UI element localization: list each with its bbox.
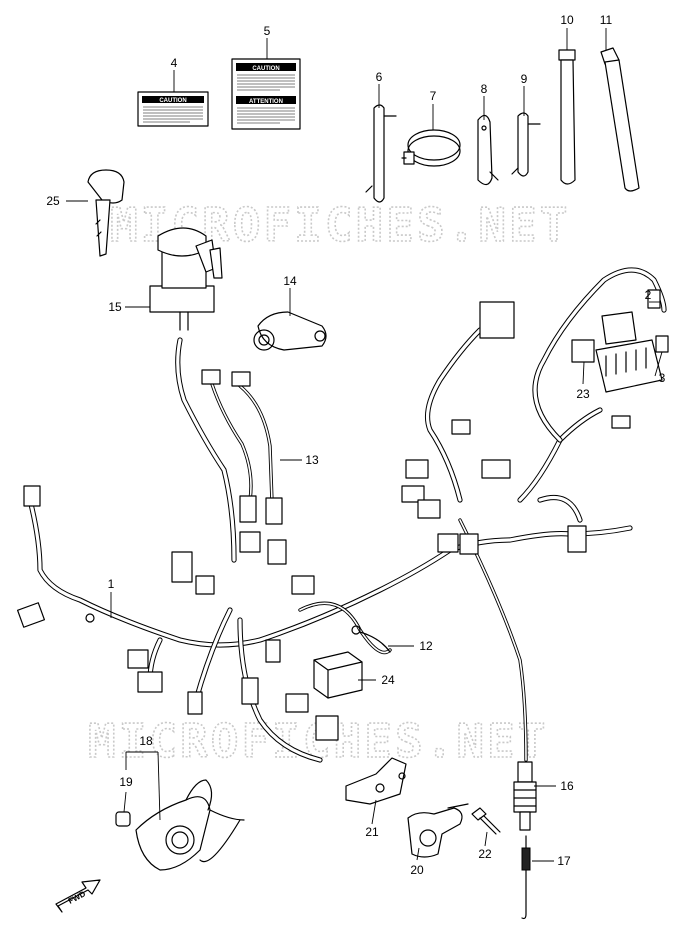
callout-25: 25 — [46, 194, 60, 208]
part-19-spacer — [115, 811, 131, 827]
callout-19: 19 — [119, 775, 133, 789]
part-24-relay — [313, 651, 363, 699]
callout-3: 3 — [659, 371, 666, 385]
part-5-attention-label: CAUTION ATTENTION — [231, 58, 301, 130]
part-23-relay — [571, 339, 595, 363]
fwd-arrow-icon: FWD — [55, 879, 101, 913]
part-1-main-harness — [16, 267, 667, 763]
callout-11: 11 — [600, 13, 613, 27]
part-16-sensor — [513, 761, 537, 831]
callout-2: 2 — [645, 288, 652, 302]
callout-7: 7 — [430, 89, 437, 103]
callout-10: 10 — [560, 13, 574, 27]
callout-23: 23 — [576, 387, 590, 401]
callout-24: 24 — [381, 673, 395, 687]
callout-4: 4 — [171, 56, 178, 70]
part-2-fuse-box — [601, 289, 661, 345]
part-11-cable-tie — [600, 47, 640, 192]
leader-lines — [66, 28, 663, 862]
callout-6: 6 — [376, 70, 383, 84]
caution-text-small: CAUTION — [159, 98, 186, 104]
callout-9: 9 — [521, 72, 528, 86]
callout-16: 16 — [560, 779, 574, 793]
part-22-bolt — [471, 807, 501, 835]
attention-text: ATTENTION — [249, 99, 283, 105]
part-7-band-clamp — [401, 129, 461, 167]
callout-15: 15 — [108, 300, 122, 314]
part-18-switch — [135, 779, 245, 871]
callout-13: 13 — [305, 453, 319, 467]
part-10-cable-tie — [558, 49, 576, 185]
callout-8: 8 — [481, 82, 488, 96]
part-9-clamp — [511, 112, 541, 177]
callout-12: 12 — [419, 639, 433, 653]
callout-20: 20 — [410, 863, 424, 877]
callout-1: 1 — [108, 577, 115, 591]
part-25-key — [87, 169, 125, 257]
callout-numbers: 1 2 3 4 5 6 7 8 9 10 11 12 13 14 15 16 1… — [46, 13, 665, 877]
part-14-socket — [253, 311, 327, 351]
callout-21: 21 — [365, 825, 379, 839]
part-3-fuse-block — [595, 335, 669, 393]
part-21-bracket — [345, 757, 407, 805]
part-8-clamp — [477, 114, 499, 186]
part-15-ignition-switch — [149, 227, 223, 331]
part-6-clamp — [365, 104, 397, 203]
part-17-spring — [521, 835, 531, 920]
part-20-switch — [407, 803, 469, 858]
callout-14: 14 — [283, 274, 297, 288]
callout-18: 18 — [139, 734, 153, 748]
callout-17: 17 — [557, 854, 571, 868]
part-13-sub-harness — [201, 369, 283, 525]
caution-text-large: CAUTION — [252, 66, 279, 72]
part-4-caution-label: CAUTION — [137, 91, 209, 127]
part-12-ground-wire — [351, 625, 391, 653]
callout-5: 5 — [264, 24, 271, 38]
callout-22: 22 — [478, 847, 492, 861]
